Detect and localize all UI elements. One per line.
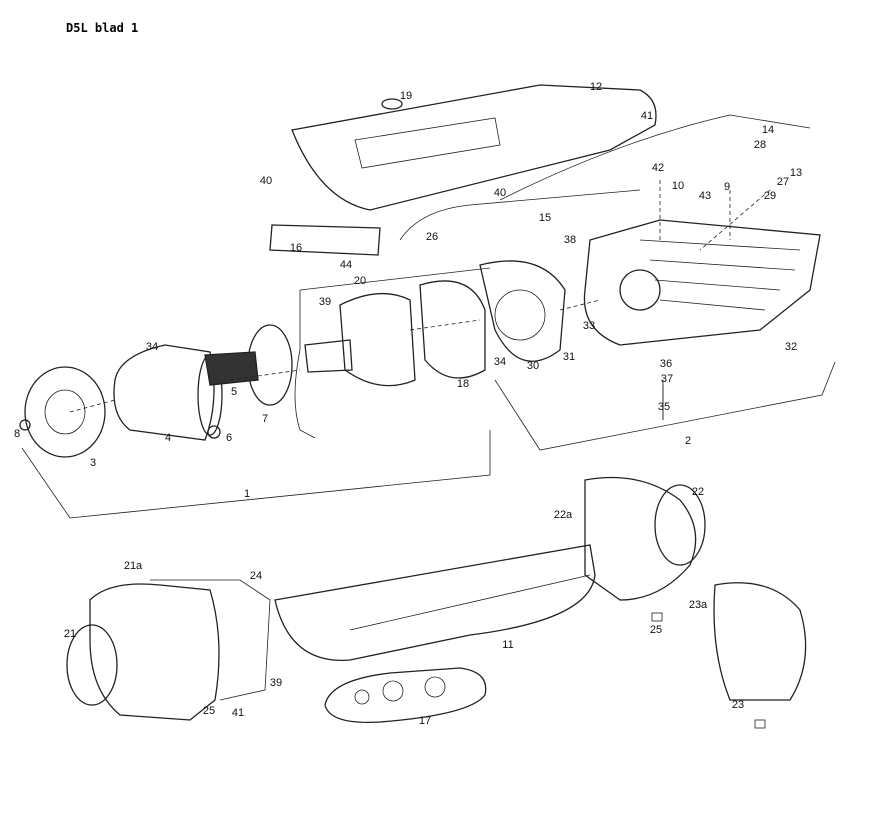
part-label-31: 31 [562, 351, 576, 363]
part-label-40: 40 [259, 175, 273, 187]
inlet-housing-part-21 [89, 583, 220, 721]
part-label-8: 8 [13, 428, 21, 440]
part-label-24: 24 [249, 570, 263, 582]
sheet-title: D5L blad 1 [66, 21, 139, 35]
part-label-6: 6 [225, 432, 233, 444]
plug-part-19 [381, 98, 403, 110]
part-label-2: 2 [684, 435, 692, 447]
part-label-38: 38 [563, 234, 577, 246]
part-label-26: 26 [425, 231, 439, 243]
part-label-29: 29 [763, 190, 777, 202]
part-label-44: 44 [339, 259, 353, 271]
part-label-9: 9 [723, 181, 731, 193]
part-label-23: 23 [731, 699, 745, 711]
part-label-41: 41 [640, 110, 654, 122]
fan-wheel-part-3 [24, 366, 106, 458]
part-label-37: 37 [660, 373, 674, 385]
part-label-4: 4 [164, 432, 172, 444]
part-label-18: 18 [456, 378, 470, 390]
part-label-3: 3 [89, 457, 97, 469]
part-label-36: 36 [659, 358, 673, 370]
part-label-27: 27 [776, 176, 790, 188]
element-part-5 [204, 351, 259, 386]
part-label-34: 34 [145, 341, 159, 353]
part-label-40: 40 [493, 187, 507, 199]
part-label-33: 33 [582, 320, 596, 332]
grommet-part-6 [207, 425, 221, 439]
part-label-7: 7 [261, 413, 269, 425]
part-label-19: 19 [399, 90, 413, 102]
part-label-30: 30 [526, 360, 540, 372]
part-label-20: 20 [353, 275, 367, 287]
nut-part-8 [19, 419, 31, 431]
part-label-12: 12 [589, 81, 603, 93]
part-label-1: 1 [243, 488, 251, 500]
part-label-43: 43 [698, 190, 712, 202]
part-label-34: 34 [493, 356, 507, 368]
heat-exchanger-part-2 [583, 219, 821, 346]
part-label-25: 25 [649, 624, 663, 636]
part-label-23a: 23a [688, 599, 708, 611]
control-unit-part-16 [269, 224, 381, 256]
part-label-16: 16 [289, 242, 303, 254]
part-label-11: 11 [502, 639, 514, 651]
part-label-28: 28 [753, 139, 767, 151]
part-label-21: 21 [63, 628, 77, 640]
part-label-39: 39 [269, 677, 283, 689]
end-cap-part-23 [713, 582, 807, 701]
part-label-5: 5 [230, 386, 238, 398]
part-label-22a: 22a [553, 509, 573, 521]
part-label-10: 10 [671, 180, 685, 192]
gasket-part-17 [324, 667, 487, 724]
part-label-42: 42 [651, 162, 665, 174]
part-label-35: 35 [657, 401, 671, 413]
fan-housing-part-4 [113, 344, 215, 441]
end-cap-part-22 [584, 476, 697, 601]
part-label-39: 39 [318, 296, 332, 308]
part-label-41: 41 [231, 707, 245, 719]
part-label-25: 25 [202, 705, 216, 717]
part-label-32: 32 [784, 341, 798, 353]
trough-part-11 [274, 544, 596, 661]
cover-part-12 [291, 84, 657, 211]
part-label-15: 15 [538, 212, 552, 224]
plate-part-30 [479, 260, 566, 362]
part-label-13: 13 [789, 167, 803, 179]
gasket-part-18 [419, 280, 486, 379]
part-label-14: 14 [761, 124, 775, 136]
part-label-21a: 21a [123, 560, 143, 572]
part-label-22: 22 [691, 486, 705, 498]
part-label-17: 17 [418, 715, 432, 727]
